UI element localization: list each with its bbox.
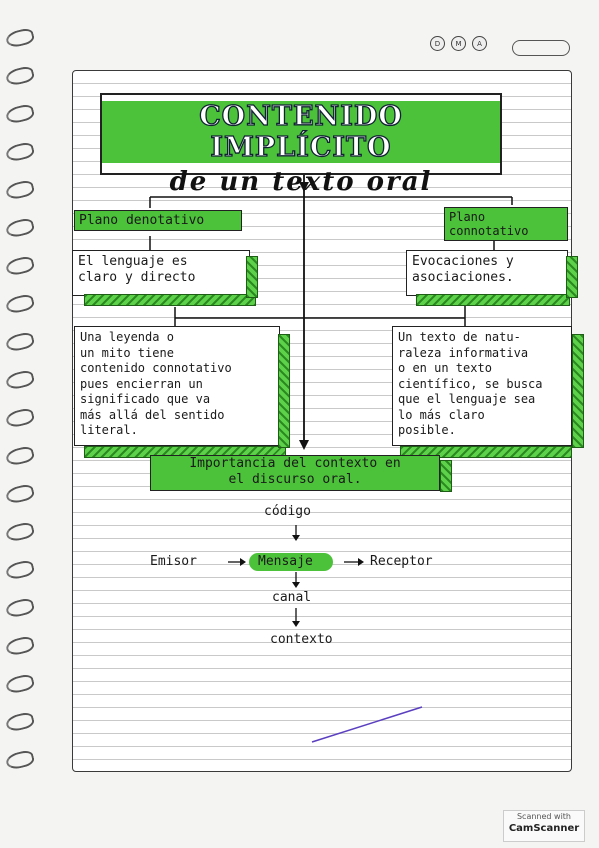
text-line: más allá del sentido	[80, 407, 225, 422]
text-line: lo más claro	[398, 407, 485, 422]
message-label: Mensaje	[258, 554, 313, 569]
right-box-1: Evocaciones y asociaciones.	[406, 250, 568, 296]
day-circle: D	[430, 36, 445, 51]
context-label: contexto	[270, 632, 333, 647]
text-line: raleza informativa	[398, 345, 529, 360]
title-line-1: CONTENIDO IMPLÍCITO	[102, 100, 500, 164]
hatch-shadow	[278, 334, 290, 448]
stamp-line-1: Scanned with	[516, 812, 572, 821]
text-line: el discurso oral.	[228, 472, 362, 487]
text-line: Una leyenda o	[80, 330, 174, 344]
scanner-watermark: Scanned with CamScanner	[503, 810, 585, 842]
importance-box: Importancia del contexto en el discurso …	[150, 455, 440, 491]
hatch-shadow	[416, 294, 570, 306]
text-line: El lenguaje es	[78, 254, 188, 269]
title-box: CONTENIDO IMPLÍCITO de un texto oral	[100, 93, 502, 197]
text-line: pues encierran un	[80, 376, 203, 391]
code-label: código	[264, 504, 311, 519]
month-circle: M	[451, 36, 466, 51]
text-line: Importancia del contexto en	[189, 456, 401, 471]
text-line: claro y directo	[78, 270, 196, 285]
text-line: Un texto de natu-	[398, 330, 521, 344]
sender-label: Emisor	[150, 554, 197, 569]
left-box-2: Una leyenda o un mito tiene contenido co…	[74, 326, 280, 446]
text-line: asociaciones.	[412, 270, 514, 285]
date-field	[512, 40, 570, 56]
hatch-shadow	[400, 446, 572, 458]
label-connotative: Plano connotativo	[444, 207, 568, 241]
text-line: significado que va	[80, 392, 211, 406]
text-line: literal.	[80, 423, 138, 437]
hatch-shadow	[440, 460, 452, 492]
hatch-shadow	[572, 334, 584, 448]
text-line: posible.	[398, 423, 456, 437]
stamp-line-2: CamScanner	[508, 823, 580, 834]
text-line: Evocaciones y	[412, 254, 514, 269]
label-denotative: Plano denotativo	[74, 210, 242, 231]
year-circle: A	[472, 36, 487, 51]
message-highlight	[249, 553, 333, 571]
text-line: que el lenguaje sea	[398, 392, 536, 406]
text-line: un mito tiene	[80, 345, 174, 360]
text-line: contenido connotativo	[80, 361, 232, 375]
date-header: D M A	[430, 36, 487, 51]
text-line: científico, se busca	[398, 376, 543, 391]
receiver-label: Receptor	[370, 554, 433, 569]
title-line-2: de un texto oral	[169, 167, 433, 197]
channel-label: canal	[272, 590, 312, 605]
text-line: o en un texto	[398, 361, 492, 375]
hatch-shadow	[566, 256, 578, 298]
left-box-1: El lenguaje es claro y directo	[72, 250, 250, 296]
hatch-shadow	[246, 256, 258, 298]
right-box-2: Un texto de natu- raleza informativa o e…	[392, 326, 572, 446]
hatch-shadow	[84, 294, 256, 306]
